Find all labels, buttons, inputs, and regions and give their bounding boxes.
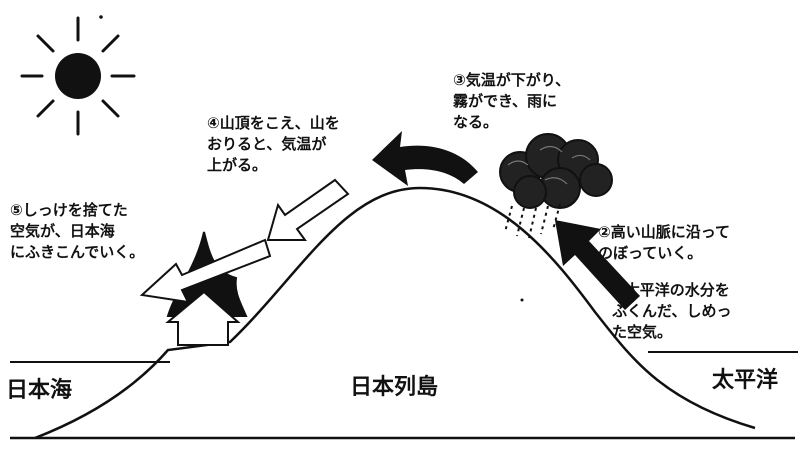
japan-islands-label: 日本列島 xyxy=(350,375,439,400)
sea-of-japan-label: 日本海 xyxy=(6,378,73,403)
pacific-label: 太平洋 xyxy=(712,368,779,393)
speck-dot xyxy=(520,298,524,302)
rain-cloud-icon xyxy=(499,133,613,239)
step2-label: ②高い山脈に沿って のぼっていく。 xyxy=(598,223,730,262)
mountain-outline xyxy=(34,186,756,440)
arrow-over-summit xyxy=(372,131,478,186)
arrow-rising-heat xyxy=(165,290,241,346)
speck-dot xyxy=(99,15,103,19)
step3-label: ③気温が下がり、 霧ができ、雨に なる。 xyxy=(453,71,571,131)
arrow-rising-humid-air xyxy=(555,220,640,310)
step5-label: ⑤しっけを捨てた 空気が、日本海 にふきこんでいく。 xyxy=(10,201,145,261)
arrow-blowing-to-sea xyxy=(139,238,272,304)
step1-label: ①太平洋の水分を ふくんだ、しめっ た空気。 xyxy=(612,281,732,341)
step4-label: ④山頂をこえ、山を おりると、気温が 上がる。 xyxy=(207,114,340,174)
sun-icon xyxy=(20,16,136,136)
arrow-descending-air xyxy=(266,178,350,241)
